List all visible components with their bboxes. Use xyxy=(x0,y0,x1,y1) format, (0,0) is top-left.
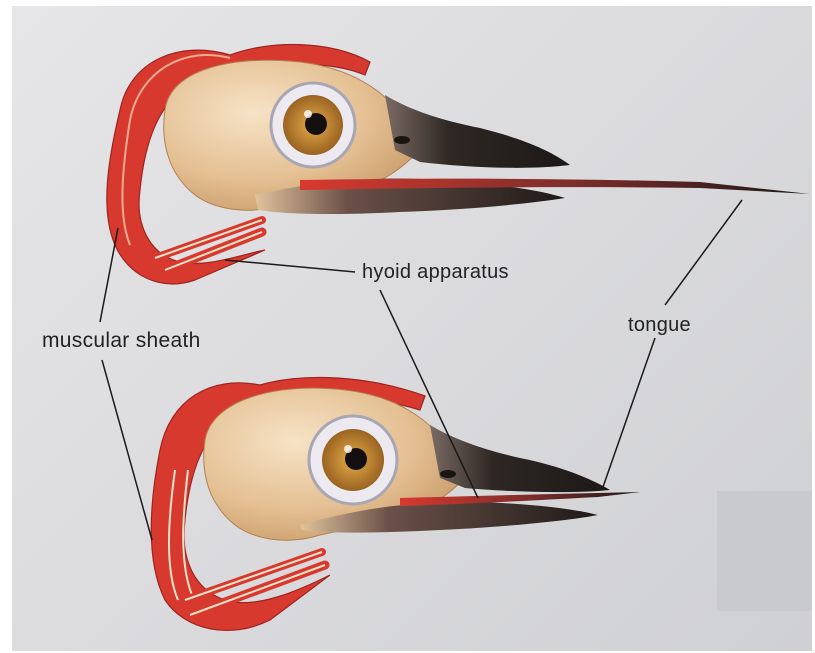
woodpecker-head-retracted-illustration xyxy=(151,377,640,630)
woodpecker-head-extended-illustration xyxy=(107,45,810,284)
label-hyoid-apparatus: hyoid apparatus xyxy=(362,262,509,282)
leader-tongue-bottom xyxy=(603,338,655,487)
leader-hyoid-top xyxy=(225,260,355,272)
upper-beak-top xyxy=(385,95,570,168)
label-muscular-sheath: muscular sheath xyxy=(42,330,201,351)
label-tongue: tongue xyxy=(628,315,691,335)
upper-beak-bottom xyxy=(430,425,610,492)
leader-tongue-top xyxy=(665,200,742,305)
leader-muscle-bottom xyxy=(102,360,152,540)
leader-muscle-top xyxy=(100,228,118,322)
